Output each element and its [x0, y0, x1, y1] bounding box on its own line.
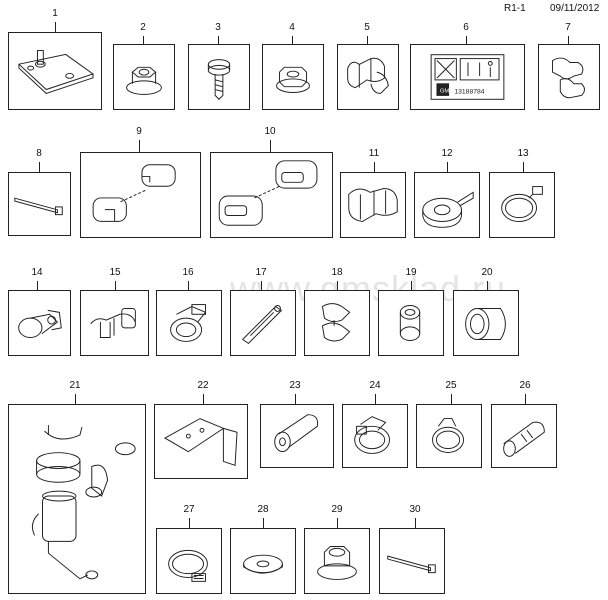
part-number-25: 25 [445, 380, 457, 391]
part-14-panel[interactable] [8, 290, 71, 356]
mounting-clamp-icon [170, 304, 207, 342]
part-8-panel[interactable] [8, 172, 71, 236]
part-28-panel[interactable] [230, 528, 296, 594]
part-17-panel[interactable] [230, 290, 296, 356]
part-number-30: 30 [409, 504, 421, 515]
part-13-panel[interactable] [489, 172, 555, 238]
part-30-panel[interactable] [379, 528, 445, 594]
part-number-17: 17 [255, 267, 267, 278]
part-5-panel[interactable] [337, 44, 399, 110]
part-number-16: 16 [182, 267, 194, 278]
part-number-10: 10 [264, 126, 276, 137]
page-date: 09/11/2012 [550, 3, 600, 14]
worm-clamp-icon [354, 416, 391, 454]
part-number-23: 23 [289, 380, 301, 391]
washer-icon [243, 554, 283, 574]
part-1-panel[interactable] [8, 32, 102, 110]
hex-nut-icon [276, 66, 310, 93]
part-22-panel[interactable] [154, 404, 248, 479]
band-clamp-icon [168, 549, 208, 582]
twin-ring-clip-icon [399, 305, 421, 341]
part-20-panel[interactable] [453, 290, 519, 356]
part-24-panel[interactable] [342, 404, 408, 468]
part-19-panel[interactable] [378, 290, 444, 356]
hose-connector-icon [503, 421, 545, 457]
part-23-panel[interactable] [260, 404, 334, 468]
cable-tie-small-icon [387, 555, 436, 574]
multi-clip-icon [348, 188, 398, 222]
stacked-clip-icon [321, 303, 351, 342]
part-7-panel[interactable] [538, 44, 600, 110]
bracket-plate-icon [17, 50, 95, 94]
spring-clamp-icon [432, 418, 465, 453]
part-9-panel[interactable] [80, 152, 201, 238]
part-number-19: 19 [405, 267, 417, 278]
part-number-2: 2 [140, 22, 146, 33]
part-number-9: 9 [136, 126, 142, 137]
part-number-8: 8 [36, 148, 42, 159]
part-number-11: 11 [368, 148, 380, 159]
part-16-panel[interactable] [156, 290, 222, 356]
pipe-clip-icon [552, 57, 585, 99]
part-27-panel[interactable] [156, 528, 222, 594]
hose-clamp-icon [501, 186, 543, 222]
part-26-panel[interactable] [491, 404, 557, 468]
part-number-13: 13 [517, 148, 529, 159]
edge-clip-pair-icon [92, 164, 176, 222]
part-11-panel[interactable] [340, 172, 406, 238]
part-3-panel[interactable] [188, 44, 250, 110]
part-number-28: 28 [257, 504, 269, 515]
part-number-22: 22 [197, 380, 209, 391]
sleeve-tube-icon [274, 414, 319, 452]
part-10-panel[interactable] [210, 152, 333, 238]
double-clip-icon [347, 57, 389, 94]
part-number-12: 12 [441, 148, 453, 159]
part-number-20: 20 [481, 267, 493, 278]
part-number-14: 14 [31, 267, 43, 278]
part-12-panel[interactable] [414, 172, 480, 238]
p-clamp-icon [18, 309, 62, 339]
part-number-5: 5 [364, 22, 370, 33]
mounting-bracket-icon [164, 418, 238, 467]
screw-icon [207, 59, 231, 100]
cable-tie-icon [14, 197, 63, 216]
part-number-6: 6 [463, 22, 469, 33]
label-brand: GM [440, 89, 450, 95]
part-number-21: 21 [69, 380, 81, 391]
part-number-7: 7 [565, 22, 571, 33]
part-6-panel[interactable]: GM 13188784 [410, 44, 525, 110]
reservoir-kit-icon [31, 425, 136, 580]
part-number-4: 4 [289, 22, 295, 33]
part-15-panel[interactable] [80, 290, 149, 356]
part-18-panel[interactable] [304, 290, 370, 356]
part-25-panel[interactable] [416, 404, 482, 468]
snap-clip-icon [90, 307, 136, 339]
part-number-24: 24 [369, 380, 381, 391]
part-number-26: 26 [519, 380, 531, 391]
label-icon: GM 13188784 [430, 54, 505, 100]
part-4-panel[interactable] [262, 44, 324, 110]
part-21-panel[interactable] [8, 404, 146, 594]
part-number-29: 29 [331, 504, 343, 515]
page-code: R1-1 [504, 3, 526, 14]
tape-roll-icon [422, 191, 474, 228]
part-29-panel[interactable] [304, 528, 370, 594]
part-number-18: 18 [331, 267, 343, 278]
part-number-27: 27 [183, 504, 195, 515]
part-number-1: 1 [52, 8, 58, 19]
part-number-3: 3 [215, 22, 221, 33]
part-number-15: 15 [109, 267, 121, 278]
cap-nut-icon [317, 545, 357, 580]
flange-nut-icon [126, 66, 162, 95]
part-2-panel[interactable] [113, 44, 175, 110]
label-part-number: 13188784 [454, 88, 484, 95]
edge-clip-pair-large-icon [218, 160, 318, 226]
grommet-sleeve-icon [465, 307, 506, 340]
strap-clip-icon [241, 305, 283, 344]
